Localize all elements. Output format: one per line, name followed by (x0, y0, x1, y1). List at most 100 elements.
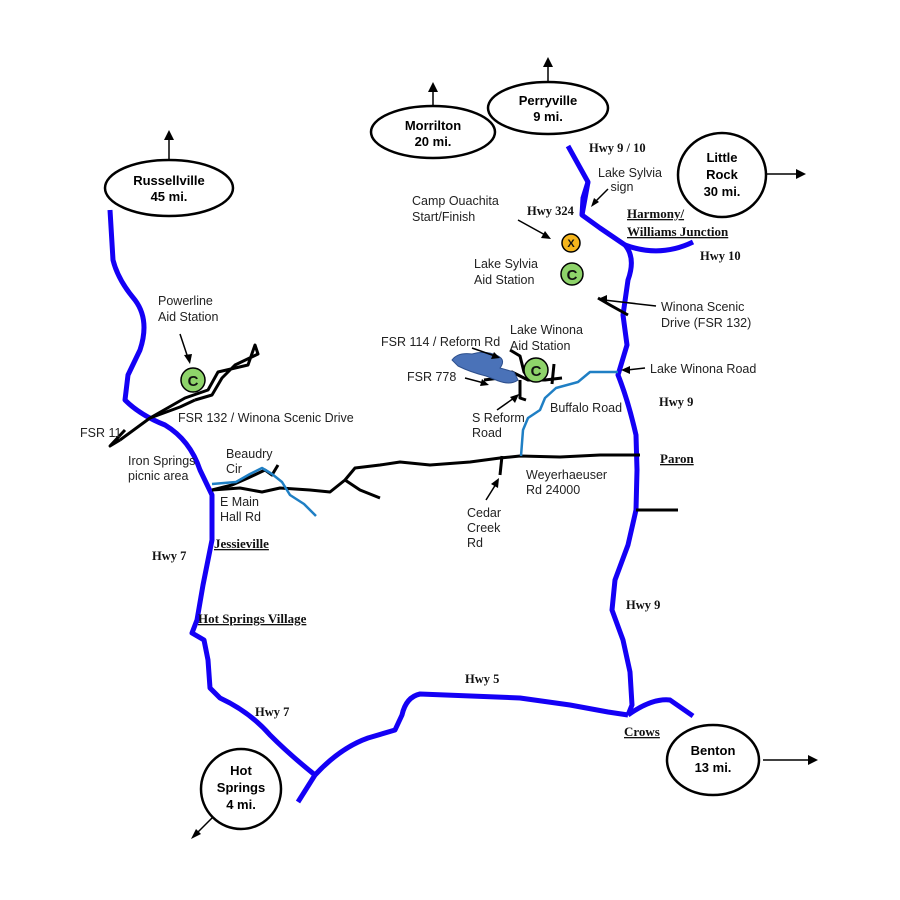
fsr-132-winona-scenic-drive (119, 343, 260, 442)
label-camp-ouachita-2: Start/Finish (412, 210, 475, 224)
label-s-reform-1: S Reform (472, 411, 525, 425)
label-beaudry-2: Cir (226, 462, 242, 476)
hwy-324-route (579, 181, 591, 216)
city-perryville: Perryville 9 mi. (486, 80, 610, 136)
label-weyerhaeuser-2: Rd 24000 (526, 483, 580, 497)
pointer-winona-scenic (603, 299, 657, 307)
pointer-fsr-114 (471, 347, 496, 357)
label-weyerhaeuser-1: Weyerhaeuser (526, 468, 607, 482)
city-name-line1: Hot (230, 763, 252, 778)
city-little-rock: Little Rock 30 mi. (676, 131, 768, 219)
pointer-fsr-778 (464, 377, 485, 384)
label-lake-winona-aid-2: Aid Station (510, 339, 571, 353)
city-benton: Benton 13 mi. (665, 723, 761, 797)
pointer-camp-ouachita (517, 219, 548, 237)
label-fsr-11: FSR 11 (80, 426, 121, 440)
label-lake-sylvia-sign-1: Lake Sylvia (598, 166, 662, 180)
arrow-southwest-hot-springs (195, 817, 213, 835)
city-russellville: Russellville 45 mi. (103, 158, 235, 218)
label-lake-sylvia-aid-2: Aid Station (474, 273, 535, 287)
label-camp-ouachita-1: Camp Ouachita (412, 194, 499, 208)
city-name-line2: Springs (217, 780, 265, 795)
jessieville-creek (211, 466, 317, 517)
hwy-324-label: Hwy 324 (527, 204, 575, 218)
label-lake-winona-aid-1: Lake Winona (510, 323, 583, 337)
label-iron-springs-1: Iron Springs (128, 454, 195, 468)
town-harmony-line2: Williams Junction (627, 224, 729, 239)
pointer-cedar-creek (485, 483, 497, 501)
label-lake-sylvia-sign-2: sign (611, 180, 634, 194)
city-distance: 9 mi. (533, 109, 563, 124)
city-morrilton: Morrilton 20 mi. (369, 104, 497, 160)
label-beaudry-1: Beaudry (226, 447, 273, 461)
aid-station-lake-sylvia: C (560, 262, 584, 286)
hwy-10-label: Hwy 10 (700, 249, 741, 263)
label-lake-winona-road: Lake Winona Road (650, 362, 756, 376)
hwy-7-to-hot-springs (295, 773, 318, 804)
label-powerline-aid-2: Aid Station (158, 310, 219, 324)
hwy-9-10-label: Hwy 9 / 10 (589, 141, 646, 155)
hwy-5-label: Hwy 5 (465, 672, 499, 686)
city-distance: 13 mi. (695, 760, 732, 775)
label-winona-scenic-1: Winona Scenic (661, 300, 744, 314)
powerline-spur (149, 398, 196, 420)
pointer-arrows (179, 188, 657, 501)
label-buffalo-road: Buffalo Road (550, 401, 622, 415)
main-forest-road (211, 453, 640, 494)
aid-station-lake-winona: C (523, 357, 549, 383)
label-fsr-778: FSR 778 (407, 370, 456, 384)
city-name-line1: Little (706, 150, 737, 165)
city-distance: 30 mi. (704, 184, 741, 199)
town-harmony-line1: Harmony/ (627, 206, 684, 221)
label-lake-sylvia-aid-1: Lake Sylvia (474, 257, 538, 271)
lake-winona-aid-spur (550, 363, 556, 385)
direction-arrows (164, 57, 818, 839)
label-powerline-aid-1: Powerline (158, 294, 213, 308)
label-fsr-132-winona: FSR 132 / Winona Scenic Drive (178, 411, 354, 425)
hwy-9-label-north: Hwy 9 (659, 395, 693, 409)
hwy-10-route (624, 239, 695, 254)
hwy-9-label-south: Hwy 9 (626, 598, 660, 612)
city-distance: 45 mi. (151, 189, 188, 204)
aid-symbol: C (531, 363, 542, 380)
city-hot-springs: Hot Springs 4 mi. (199, 747, 283, 831)
city-name: Morrilton (405, 118, 461, 133)
city-name-line2: Rock (706, 167, 739, 182)
start-symbol: X (567, 238, 575, 250)
lake-winona (451, 351, 519, 384)
label-e-main-hall-1: E Main (220, 495, 259, 509)
highway-network (107, 144, 695, 804)
town-hot-springs-village: Hot Springs Village (198, 611, 307, 626)
aid-symbol: C (567, 267, 578, 284)
label-cedar-creek-2: Creek (467, 521, 501, 535)
city-name: Benton (691, 743, 736, 758)
city-distance: 4 mi. (226, 797, 256, 812)
label-iron-springs-2: picnic area (128, 469, 188, 483)
hwy-5-route (313, 691, 629, 777)
cedar-creek-rd (498, 455, 504, 476)
buffalo-road-creek (519, 370, 618, 457)
hwy-9-to-benton (626, 697, 695, 719)
forest-roads (108, 296, 678, 512)
label-cedar-creek-3: Rd (467, 536, 483, 550)
label-s-reform-2: Road (472, 426, 502, 440)
city-name: Perryville (519, 93, 578, 108)
town-paron: Paron (660, 451, 694, 466)
hwy-7-route (107, 209, 317, 777)
aid-station-powerline: C (180, 367, 206, 393)
s-reform-road (518, 380, 527, 402)
label-fsr-114: FSR 114 / Reform Rd (381, 335, 500, 349)
hwy-7-label-north: Hwy 7 (152, 549, 186, 563)
pointer-s-reform (496, 397, 515, 411)
town-crows: Crows (624, 724, 660, 739)
label-e-main-hall-2: Hall Rd (220, 510, 261, 524)
city-distance: 20 mi. (415, 134, 452, 149)
streams (211, 370, 618, 517)
town-jessieville: Jessieville (214, 536, 269, 551)
aid-symbol: C (188, 373, 199, 390)
fsr-11-road (108, 428, 127, 448)
start-finish-marker: X (561, 233, 581, 253)
hwy-7-label-south: Hwy 7 (255, 705, 289, 719)
city-name: Russellville (133, 173, 205, 188)
